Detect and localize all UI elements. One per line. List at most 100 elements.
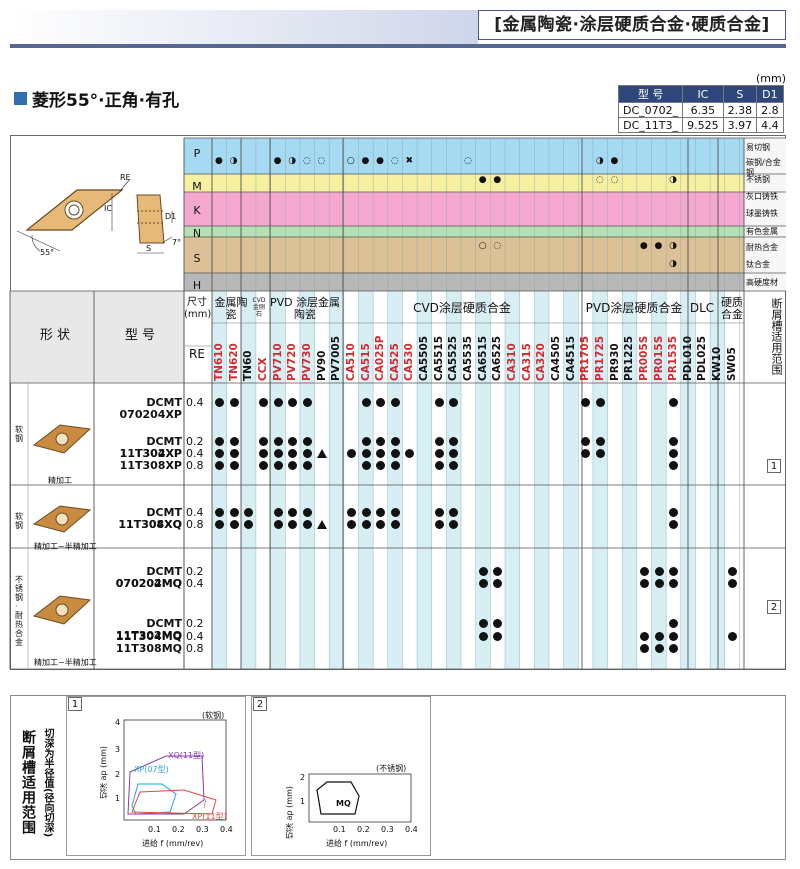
dim-cell: 2.8 (756, 102, 784, 118)
grade-column-bg (417, 291, 432, 669)
grade-label: PDL025 (696, 335, 709, 381)
chart2-ytick: 1 (300, 797, 306, 806)
insert-photo-xq (32, 505, 92, 533)
grade-label: PV710 (271, 343, 284, 381)
page-title: [金属陶瓷·涂层硬质合金·硬质合金] (478, 10, 786, 40)
model-name: 11T308MQ (115, 642, 182, 655)
chart2-frame (251, 696, 431, 856)
grade-label: PV720 (286, 343, 299, 381)
chart1-frame (66, 696, 246, 856)
header-banner (10, 10, 478, 48)
material-name: 高硬度材 (746, 278, 778, 287)
re-value: 0.2 (186, 435, 204, 448)
grade-available-dot (361, 520, 371, 529)
range-ref-2[interactable]: 2 (767, 600, 781, 614)
grade-label: TN60 (242, 350, 255, 381)
suitability-mark: ● (493, 175, 502, 185)
grade-available-dot (493, 619, 503, 628)
grade-label: PDL010 (681, 335, 694, 381)
material-name: 耐热合金 (746, 243, 778, 252)
re-value: 0.4 (186, 396, 204, 409)
diagram-label-re: RE (120, 173, 131, 182)
grade-column-bg (695, 291, 711, 669)
grade-label: CA525 (388, 343, 401, 381)
grade-label: PV7005 (330, 335, 343, 381)
suitability-mark: ◌ (302, 156, 311, 166)
chart1-plot (123, 719, 227, 821)
chart1-label-xp07: XP(07型) (134, 765, 169, 774)
chart2-xtick: 0.2 (357, 825, 370, 834)
material-name: 灰口铸铁 (746, 192, 778, 201)
chart1-xtick: 0.1 (148, 825, 161, 834)
section-square-icon (14, 92, 27, 105)
re-value: 0.4 (186, 447, 204, 460)
grade-available-dot (258, 449, 268, 458)
grade-available-dot (258, 437, 268, 446)
grade-available-dot (258, 461, 268, 470)
grade-available-dot (229, 508, 239, 517)
grade-available-dot (215, 437, 224, 446)
re-value: 0.2 (186, 565, 204, 578)
grade-limited-triangle (316, 449, 327, 458)
grade-available-dot (639, 632, 649, 641)
grade-label: CA4505 (549, 335, 562, 381)
suitability-mark: ◌ (317, 156, 326, 166)
grade-available-dot (478, 632, 488, 641)
grade-available-dot (376, 437, 386, 446)
group-carbide: 硬质合金 (721, 296, 743, 321)
dim-cell: 4.4 (756, 117, 784, 133)
grade-label: CA515 (359, 343, 372, 381)
chart2-num: 2 (253, 697, 267, 711)
grade-available-dot (639, 567, 649, 576)
diagram-label-d1: D1 (165, 212, 177, 221)
grade-label: PR1225 (623, 335, 636, 381)
range-ref-1[interactable]: 1 (767, 459, 781, 473)
suitability-mark: ◑ (669, 241, 677, 251)
grade-available-dot (449, 461, 459, 470)
grade-available-dot (361, 437, 371, 446)
chart1-ytick: 2 (115, 770, 121, 779)
material-name: 易切钢 (746, 143, 770, 152)
model-name: 11T308XQ (118, 518, 182, 531)
grade-available-dot (215, 508, 224, 517)
suitability-mark: ○ (346, 156, 355, 166)
grade-available-dot (727, 567, 737, 576)
grade-available-dot (390, 449, 400, 458)
shape-header: 形 状 (39, 328, 71, 343)
chart1-ytick: 1 (115, 794, 121, 803)
grade-available-dot (639, 579, 649, 588)
grade-available-dot (727, 632, 737, 641)
chart2-material: (不锈钢) (376, 764, 407, 773)
model-header: 型 号 (124, 328, 156, 343)
grade-available-dot (229, 437, 239, 446)
grade-label: PR005S (637, 335, 650, 381)
header-left-bg (10, 291, 184, 383)
re-value: 0.4 (186, 506, 204, 519)
grade-label: TN620 (227, 343, 240, 381)
model-name: DCMT 070204XP (119, 396, 182, 421)
grade-column-bg (461, 291, 476, 669)
grade-available-dot (434, 508, 444, 517)
grade-available-dot (288, 398, 298, 407)
model-name: DCMT 11T304XQ (118, 506, 182, 531)
re-header: RE (189, 347, 205, 361)
grade-available-dot (361, 398, 371, 407)
grade-label: TN610 (213, 343, 225, 381)
model-name: 11T304XP (119, 447, 182, 460)
grade-available-dot (273, 437, 283, 446)
dimension-table: 型 号 IC S D1 DC_0702_ 6.35 2.38 2.8 DC_11… (617, 85, 784, 133)
grade-available-dot (229, 398, 239, 407)
group-pvd-carbide: PVD涂层硬质合金 (585, 301, 683, 315)
material-name-column (744, 138, 786, 291)
grade-available-dot (669, 632, 679, 641)
chart1-ytick: 4 (115, 718, 121, 727)
unit-label: (mm) (756, 72, 787, 85)
grade-available-dot (434, 449, 444, 458)
dim-cell: DC_11T3_ (617, 117, 684, 133)
material-band-s (184, 237, 744, 273)
grade-available-dot (449, 508, 459, 517)
material-code-p: P (193, 147, 201, 160)
re-value: 0.4 (186, 577, 204, 590)
grade-available-dot (669, 644, 679, 653)
finish-tag: 精加工~半精加工 (34, 542, 97, 551)
